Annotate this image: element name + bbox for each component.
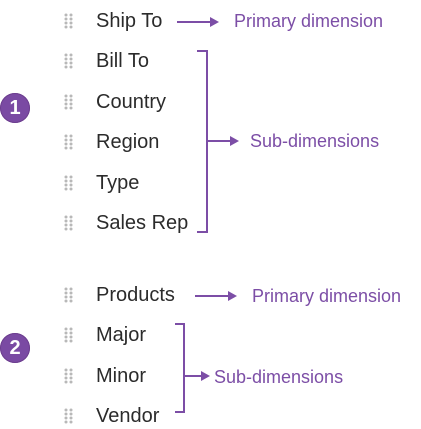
drag-handle-icon[interactable]: [64, 175, 74, 191]
dimension-item-ship-to[interactable]: Ship To: [96, 10, 163, 32]
dimension-item-products[interactable]: Products: [96, 284, 175, 306]
dimension-item-vendor[interactable]: Vendor: [96, 405, 160, 427]
bracket-icon: [174, 323, 214, 420]
sub-dimensions-annotation: Sub-dimensions: [250, 131, 380, 151]
drag-handle-icon[interactable]: [64, 327, 74, 343]
dimension-item-sales-rep[interactable]: Sales Rep: [96, 212, 189, 234]
dimension-item-bill-to[interactable]: Bill To: [96, 50, 149, 72]
drag-handle-icon[interactable]: [64, 368, 74, 384]
drag-handle-icon[interactable]: [64, 53, 74, 69]
dimension-item-major[interactable]: Major: [96, 324, 147, 346]
drag-handle-icon[interactable]: [64, 13, 74, 29]
dimension-item-minor[interactable]: Minor: [96, 365, 147, 387]
step-badge-2: 2: [0, 333, 30, 363]
primary-dimension-annotation: Primary dimension: [252, 286, 402, 306]
dimension-item-country[interactable]: Country: [96, 91, 167, 113]
drag-handle-icon[interactable]: [64, 215, 74, 231]
drag-handle-icon[interactable]: [64, 134, 74, 150]
drag-handle-icon[interactable]: [64, 287, 74, 303]
bracket-icon: [196, 50, 246, 239]
dimension-item-region[interactable]: Region: [96, 131, 160, 153]
arrow-right-icon: [194, 289, 238, 307]
dimension-item-type[interactable]: Type: [96, 172, 140, 194]
step-badge-1: 1: [0, 93, 30, 123]
sub-dimensions-annotation: Sub-dimensions: [214, 367, 344, 387]
drag-handle-icon[interactable]: [64, 408, 74, 424]
drag-handle-icon[interactable]: [64, 94, 74, 110]
primary-dimension-annotation: Primary dimension: [234, 11, 384, 31]
arrow-right-icon: [176, 15, 220, 33]
